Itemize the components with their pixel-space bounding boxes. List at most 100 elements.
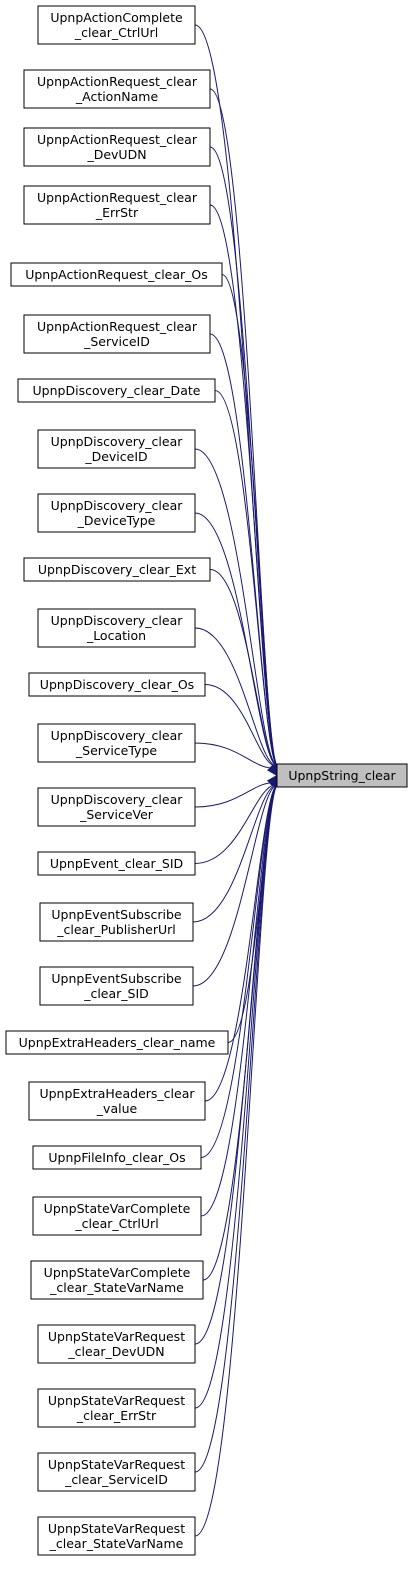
caller-node-upnpstatevarrequest-clear-devudn-label: UpnpStateVarRequest [48,1329,185,1344]
caller-node-upnpstatevarrequest-clear-statevarname[interactable]: UpnpStateVarRequest_clear_StateVarName [37,1516,196,1556]
caller-node-upnpstatevarcomplete-clear-ctrlurl-box [32,1196,202,1236]
caller-node-upnpstatevarrequest-clear-devudn[interactable]: UpnpStateVarRequest_clear_DevUDN [37,1324,196,1364]
edge-caller-node-upnpstatevarrequest-clear-statevarname [194,785,278,1537]
caller-node-upnpactionrequest-clear-errstr[interactable]: UpnpActionRequest_clear_ErrStr [23,185,211,225]
caller-node-upnpactioncomplete-clear-ctrlurl-label: UpnpActionComplete [50,10,183,25]
caller-node-upnpstatevarcomplete-clear-statevarname-label: UpnpStateVarComplete [44,1265,191,1280]
edge-caller-node-upnpdiscovery-clear-deviceid [194,448,277,766]
caller-node-upnpactioncomplete-clear-ctrlurl[interactable]: UpnpActionComplete_clear_CtrlUrl [37,5,196,45]
caller-node-upnpdiscovery-clear-servicetype-label: UpnpDiscovery_clear [51,728,184,743]
edge-caller-node-upnpevent-clear-sid [194,784,275,864]
caller-node-upnpdiscovery-clear-date-label: UpnpDiscovery_clear_Date [33,383,201,398]
caller-node-upnpstatevarrequest-clear-errstr[interactable]: UpnpStateVarRequest_clear_ErrStr [37,1388,196,1428]
target-node-upnpstring-clear-box [276,763,408,788]
caller-node-upnpstatevarrequest-clear-statevarname-label: UpnpStateVarRequest [48,1521,185,1536]
caller-node-upnpevent-clear-sid[interactable]: UpnpEvent_clear_SID [37,851,196,876]
edge-caller-node-upnpstatevarrequest-clear-devudn [194,785,277,1345]
caller-node-upnpextraheaders-clear-value-label: UpnpExtraHeaders_clear [39,1086,195,1101]
caller-node-upnpdiscovery-clear-servicetype-label: _ServiceType [75,743,157,758]
caller-node-upnpstatevarrequest-clear-devudn-label: _clear_DevUDN [67,1344,164,1359]
nodes-layer: UpnpActionComplete_clear_CtrlUrlUpnpActi… [5,5,408,1556]
caller-node-upnpactionrequest-clear-errstr-box [23,185,211,225]
caller-node-upnpextraheaders-clear-name-box [5,1030,229,1055]
caller-node-upnpactionrequest-clear-serviceid[interactable]: UpnpActionRequest_clear_ServiceID [23,314,211,354]
caller-node-upnpdiscovery-clear-devicetype-label: UpnpDiscovery_clear [51,498,184,513]
caller-node-upnpactionrequest-clear-errstr-label: UpnpActionRequest_clear [37,190,198,205]
caller-node-upnpdiscovery-clear-deviceid-box [37,429,196,469]
caller-node-upnpdiscovery-clear-servicever[interactable]: UpnpDiscovery_clear_ServiceVer [37,787,196,827]
caller-node-upnpstatevarcomplete-clear-ctrlurl-label: _clear_CtrlUrl [74,1216,158,1231]
target-node-upnpstring-clear[interactable]: UpnpString_clear [276,763,408,788]
caller-node-upnpactionrequest-clear-actionname-label: _ActionName [75,89,159,104]
edge-caller-node-upnpdiscovery-clear-servicetype [194,742,271,769]
edge-caller-node-upnpdiscovery-clear-servicetype-arrowhead [266,764,278,777]
edge-caller-node-upnpactionrequest-clear-os [221,274,278,766]
caller-node-upnpstatevarcomplete-clear-statevarname[interactable]: UpnpStateVarComplete_clear_StateVarName [30,1260,204,1300]
edge-caller-node-upnpactionrequest-clear-errstr [209,204,278,766]
caller-node-upnpactionrequest-clear-devudn-label: UpnpActionRequest_clear [37,132,198,147]
caller-node-upnpdiscovery-clear-location[interactable]: UpnpDiscovery_clear_Location [37,608,196,648]
caller-node-upnpactionrequest-clear-os[interactable]: UpnpActionRequest_clear_Os [10,262,223,287]
caller-node-upnpactionrequest-clear-os-label: UpnpActionRequest_clear_Os [25,267,208,282]
caller-node-upnpactionrequest-clear-serviceid-label: UpnpActionRequest_clear [37,319,198,334]
caller-node-upnpeventsubscribe-clear-publisherurl[interactable]: UpnpEventSubscribe_clear_PublisherUrl [39,902,194,942]
caller-node-upnpdiscovery-clear-date-box [17,378,216,403]
caller-node-upnpstatevarrequest-clear-errstr-label: _clear_ErrStr [76,1408,157,1423]
caller-node-upnpfileinfo-clear-os-box [32,1145,202,1170]
caller-node-upnpeventsubscribe-clear-sid-box [39,966,194,1006]
caller-node-upnpdiscovery-clear-date[interactable]: UpnpDiscovery_clear_Date [17,378,216,403]
caller-node-upnpeventsubscribe-clear-sid[interactable]: UpnpEventSubscribe_clear_SID [39,966,194,1006]
edge-caller-node-upnpactionrequest-clear-actionname [209,88,278,766]
caller-node-upnpextraheaders-clear-value-box [28,1081,206,1121]
caller-node-upnpstatevarcomplete-clear-statevarname-box [30,1260,204,1300]
caller-node-upnpdiscovery-clear-servicever-label: _ServiceVer [79,807,154,822]
edge-caller-node-upnpdiscovery-clear-date [214,390,277,766]
caller-node-upnpdiscovery-clear-location-label: _Location [86,628,146,643]
edge-caller-node-upnpfileinfo-clear-os [200,785,277,1158]
edge-caller-node-upnpdiscovery-clear-os [204,684,275,767]
caller-node-upnpextraheaders-clear-name-label: UpnpExtraHeaders_clear_name [19,1035,216,1050]
caller-node-upnpactioncomplete-clear-ctrlurl-box [37,5,196,45]
caller-node-upnpstatevarcomplete-clear-ctrlurl[interactable]: UpnpStateVarComplete_clear_CtrlUrl [32,1196,202,1236]
caller-node-upnpeventsubscribe-clear-sid-label: _clear_SID [83,986,149,1001]
caller-node-upnpeventsubscribe-clear-sid-label: UpnpEventSubscribe [51,971,181,986]
caller-node-upnpactionrequest-clear-actionname[interactable]: UpnpActionRequest_clear_ActionName [23,69,211,109]
caller-node-upnpactionrequest-clear-serviceid-box [23,314,211,354]
caller-node-upnpactionrequest-clear-actionname-box [23,69,211,109]
caller-node-upnpdiscovery-clear-os-label: UpnpDiscovery_clear_Os [40,677,194,692]
caller-node-upnpstatevarrequest-clear-errstr-box [37,1388,196,1428]
caller-node-upnpstatevarrequest-clear-errstr-label: UpnpStateVarRequest [48,1393,185,1408]
caller-node-upnpactionrequest-clear-devudn-label: _DevUDN [86,147,146,162]
caller-node-upnpactionrequest-clear-devudn[interactable]: UpnpActionRequest_clear_DevUDN [23,127,211,167]
caller-node-upnpdiscovery-clear-os-box [28,672,206,697]
caller-node-upnpdiscovery-clear-os[interactable]: UpnpDiscovery_clear_Os [28,672,206,697]
caller-node-upnpextraheaders-clear-value[interactable]: UpnpExtraHeaders_clear_value [28,1081,206,1121]
caller-node-upnpextraheaders-clear-value-label: _value [96,1101,138,1116]
caller-node-upnpactionrequest-clear-os-box [10,262,223,287]
edge-caller-node-upnpstatevarcomplete-clear-ctrlurl [200,785,277,1217]
caller-node-upnpeventsubscribe-clear-publisherurl-label: UpnpEventSubscribe [51,907,181,922]
caller-node-upnpdiscovery-clear-devicetype-box [37,493,196,533]
caller-node-upnpdiscovery-clear-deviceid[interactable]: UpnpDiscovery_clear_DeviceID [37,429,196,469]
caller-node-upnpdiscovery-clear-devicetype[interactable]: UpnpDiscovery_clear_DeviceType [37,493,196,533]
caller-node-upnpstatevarrequest-clear-serviceid-label: _clear_ServiceID [64,1472,168,1487]
caller-node-upnpeventsubscribe-clear-publisherurl-label: _clear_PublisherUrl [56,922,175,937]
caller-node-upnpdiscovery-clear-servicetype[interactable]: UpnpDiscovery_clear_ServiceType [37,723,196,763]
edge-caller-node-upnpeventsubscribe-clear-sid [192,784,276,987]
caller-node-upnpstatevarrequest-clear-serviceid[interactable]: UpnpStateVarRequest_clear_ServiceID [37,1452,196,1492]
caller-node-upnpfileinfo-clear-os[interactable]: UpnpFileInfo_clear_Os [32,1145,202,1170]
caller-node-upnpextraheaders-clear-name[interactable]: UpnpExtraHeaders_clear_name [5,1030,229,1055]
caller-node-upnpfileinfo-clear-os-label: UpnpFileInfo_clear_Os [48,1150,185,1165]
caller-node-upnpactionrequest-clear-actionname-label: UpnpActionRequest_clear [37,74,198,89]
caller-node-upnpstatevarrequest-clear-statevarname-label: _clear_StateVarName [49,1536,184,1551]
caller-node-upnpstatevarrequest-clear-statevarname-box [37,1516,196,1556]
caller-node-upnpstatevarrequest-clear-serviceid-label: UpnpStateVarRequest [48,1457,185,1472]
caller-node-upnpactioncomplete-clear-ctrlurl-label: _clear_CtrlUrl [74,25,158,40]
caller-node-upnpdiscovery-clear-servicever-label: UpnpDiscovery_clear [51,792,184,807]
edge-caller-node-upnpdiscovery-clear-location [194,627,276,767]
caller-node-upnpstatevarcomplete-clear-ctrlurl-label: UpnpStateVarComplete [44,1201,191,1216]
caller-node-upnpdiscovery-clear-ext[interactable]: UpnpDiscovery_clear_Ext [23,557,211,582]
caller-node-upnpactionrequest-clear-serviceid-label: _ServiceID [83,334,150,349]
caller-node-upnpdiscovery-clear-location-box [37,608,196,648]
caller-node-upnpstatevarrequest-clear-devudn-box [37,1324,196,1364]
